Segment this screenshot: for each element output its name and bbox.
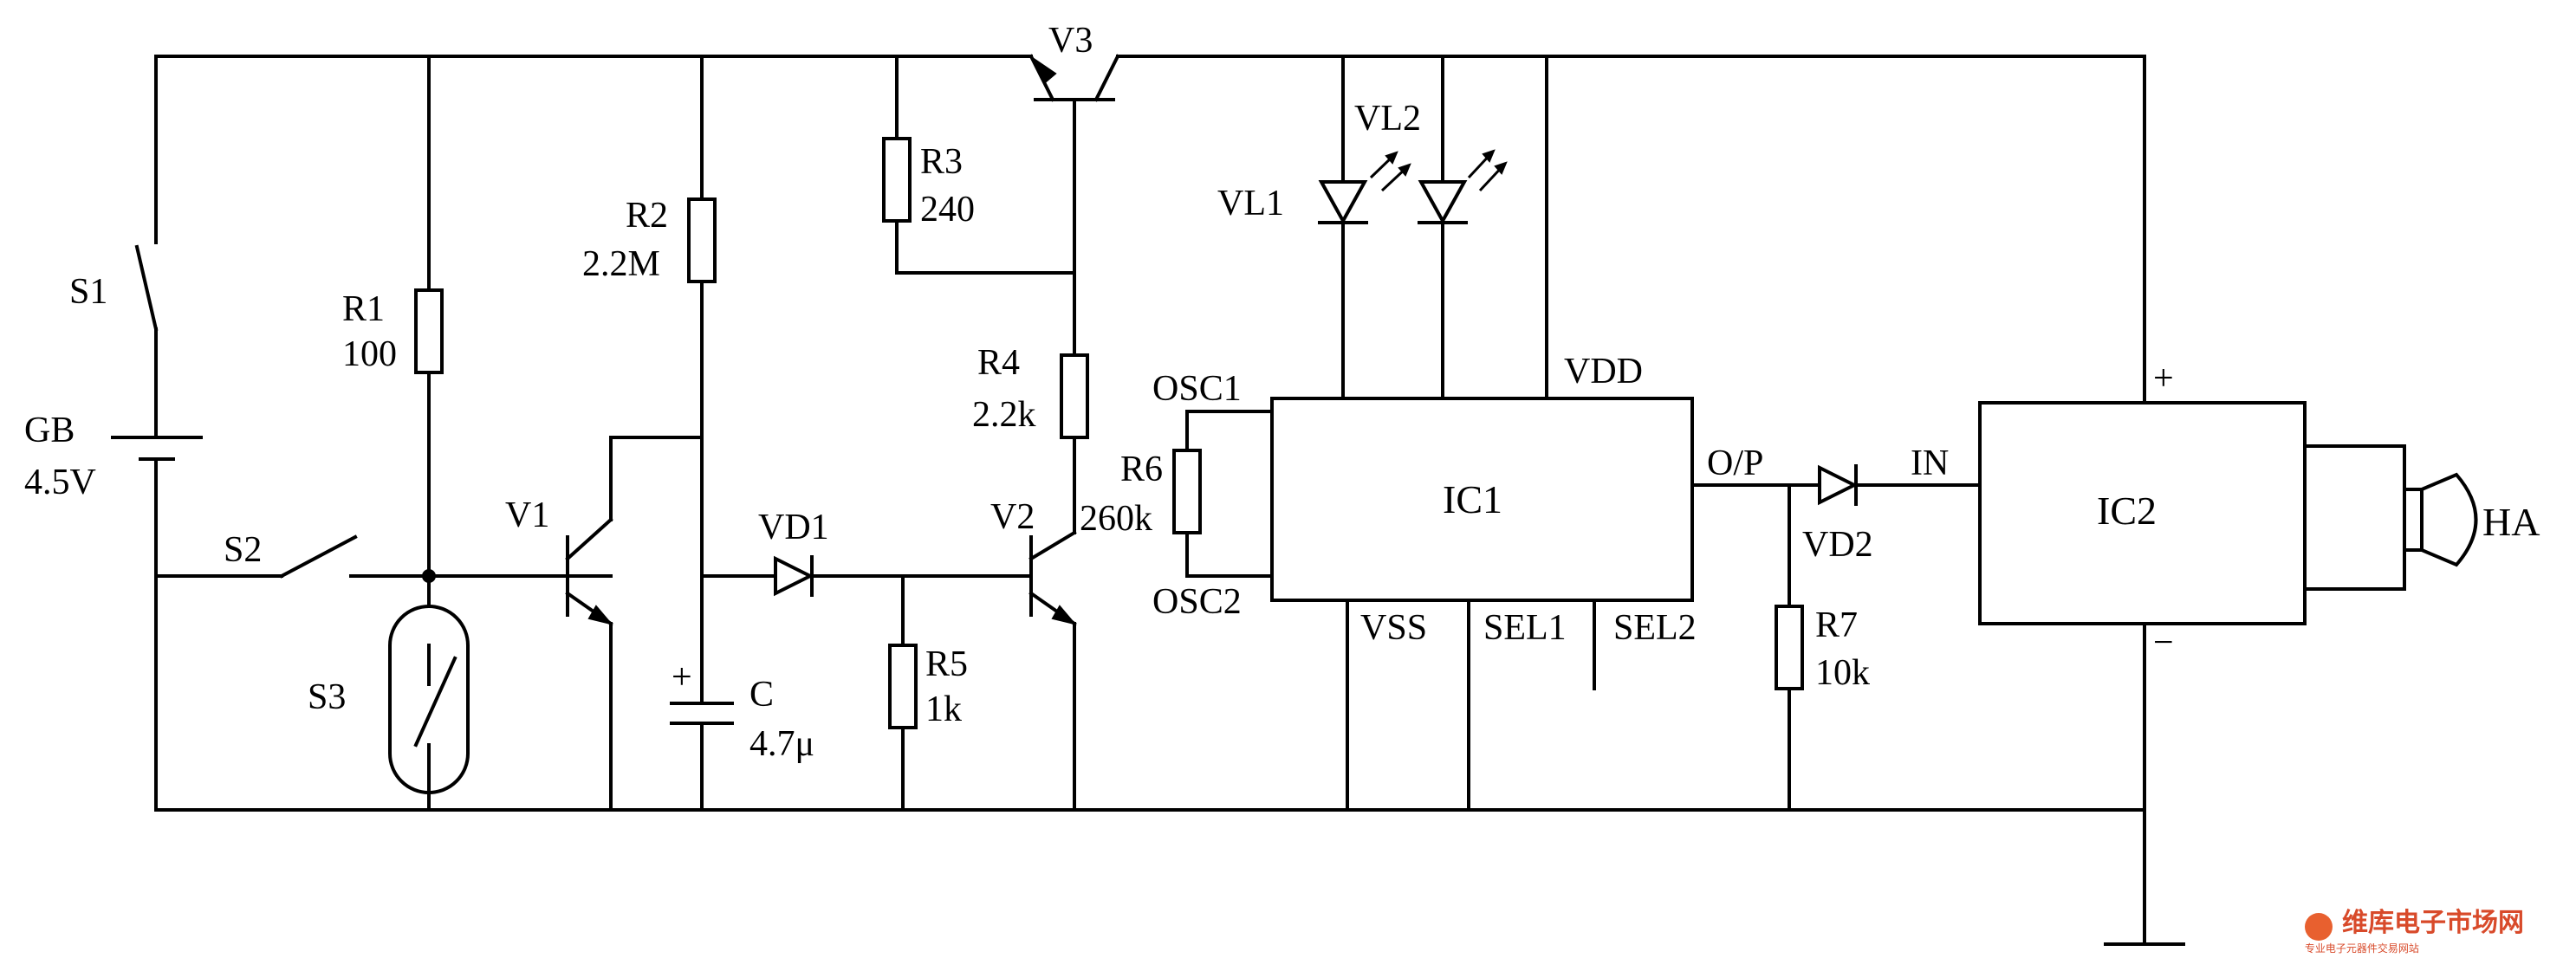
label-sel2: SEL2 <box>1613 608 1697 648</box>
speaker-ha <box>2303 444 2478 591</box>
resistor-r5 <box>888 574 918 812</box>
label-gb: GB <box>24 411 75 450</box>
label-r3-value: 240 <box>920 190 975 230</box>
label-ic1: IC1 <box>1443 477 1502 521</box>
resistor-r4 <box>1060 353 1089 534</box>
reed-switch-s3 <box>388 605 470 812</box>
diode-vd2 <box>1690 464 1982 506</box>
label-s1: S1 <box>69 272 107 312</box>
label-r1-value: 100 <box>342 334 397 374</box>
label-c-value: 4.7μ <box>749 724 814 764</box>
transistor-v2 <box>1028 530 1077 812</box>
label-v1: V1 <box>505 495 549 535</box>
label-r5: R5 <box>925 644 968 684</box>
label-ic2-minus: − <box>2153 623 2174 663</box>
label-op: O/P <box>1707 443 1763 483</box>
ic2-chip <box>1978 401 2307 625</box>
label-s2: S2 <box>224 530 262 570</box>
top-rail-wire <box>154 55 2146 405</box>
capacitor-c <box>670 702 734 812</box>
label-c-plus: + <box>672 657 692 697</box>
label-r6-value: 260k <box>1080 499 1152 539</box>
led-vl1 <box>1318 55 1411 400</box>
label-vd2: VD2 <box>1802 525 1873 565</box>
label-in: IN <box>1911 443 1949 483</box>
label-r6: R6 <box>1120 450 1163 489</box>
label-r2-value: 2.2M <box>582 244 660 284</box>
battery-gb <box>111 436 203 812</box>
label-ic2-plus: + <box>2153 359 2174 398</box>
label-gb-value: 4.5V <box>24 463 96 502</box>
label-s3: S3 <box>308 677 346 717</box>
label-vl2: VL2 <box>1354 99 1421 139</box>
watermark: 维库电子市场网 专业电子元器件交易网站 <box>2304 901 2524 956</box>
watermark-logo-icon <box>2304 913 2333 941</box>
label-r7-value: 10k <box>1815 653 1870 693</box>
label-vd1: VD1 <box>758 508 829 547</box>
label-v2: V2 <box>990 497 1035 537</box>
label-vl1: VL1 <box>1217 184 1284 223</box>
label-r3: R3 <box>920 142 963 182</box>
label-ic2: IC2 <box>2097 489 2157 533</box>
label-r5-value: 1k <box>925 689 962 729</box>
switch-s1 <box>134 219 159 439</box>
transistor-v3 <box>1028 54 1120 357</box>
label-sel1: SEL1 <box>1483 608 1567 648</box>
label-osc2: OSC2 <box>1152 582 1242 622</box>
watermark-sub-text: 专业电子元器件交易网站 <box>2304 942 2419 955</box>
diode-vd1 <box>700 555 1033 597</box>
resistor-r7 <box>1775 483 1804 812</box>
resistor-r6 <box>1172 410 1274 578</box>
label-osc1: OSC1 <box>1152 369 1242 409</box>
label-r4: R4 <box>977 343 1020 383</box>
transistor-v1 <box>527 436 704 812</box>
label-vdd: VDD <box>1564 352 1643 392</box>
bottom-rail-wire <box>154 622 2185 946</box>
label-r7: R7 <box>1815 605 1858 645</box>
led-vl2 <box>1418 55 1508 400</box>
resistor-r2 <box>687 55 717 703</box>
label-r4-value: 2.2k <box>972 395 1036 435</box>
watermark-main-text: 维库电子市场网 <box>2342 907 2524 938</box>
label-r1: R1 <box>342 289 385 329</box>
resistor-r1 <box>414 55 444 608</box>
label-vss: VSS <box>1360 608 1427 648</box>
label-ha: HA <box>2482 500 2540 544</box>
label-r2: R2 <box>626 196 668 236</box>
ic1-chip <box>1270 397 1694 602</box>
label-v3: V3 <box>1048 21 1093 61</box>
label-c: C <box>749 675 774 715</box>
resistor-r3 <box>882 55 1076 275</box>
